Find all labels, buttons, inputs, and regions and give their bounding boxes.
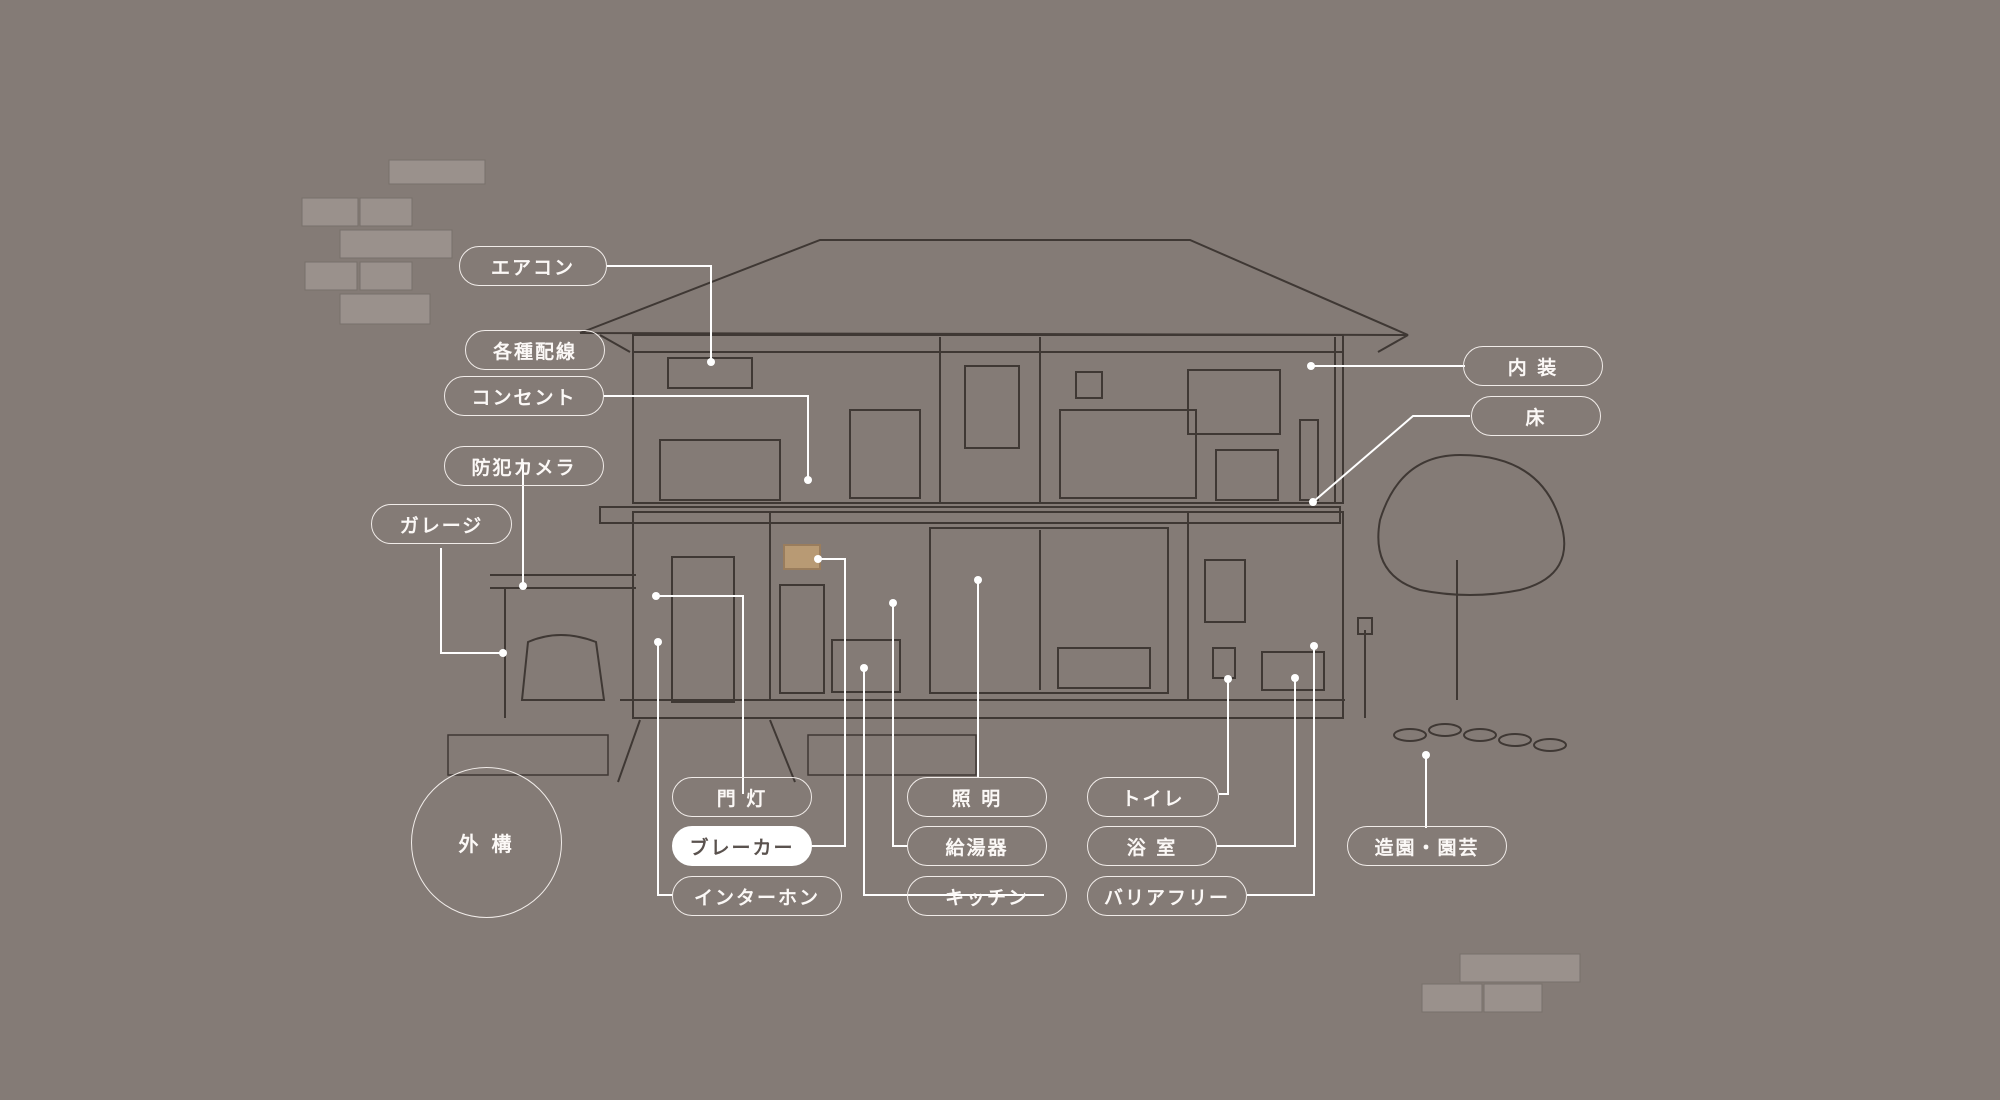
lighting-button[interactable]: 照 明	[907, 777, 1047, 817]
connector-lines	[440, 265, 1470, 896]
breaker-button[interactable]: ブレーカー	[672, 826, 812, 866]
gate-light-button[interactable]: 門 灯	[672, 777, 812, 817]
intercom-button[interactable]: インターホン	[672, 876, 842, 916]
exterior-button[interactable]: 外 構	[411, 767, 562, 918]
toilet-button[interactable]: トイレ	[1087, 777, 1219, 817]
interior-button[interactable]: 内 装	[1463, 346, 1603, 386]
bath-button[interactable]: 浴 室	[1087, 826, 1217, 866]
security-camera-button[interactable]: 防犯カメラ	[444, 446, 604, 486]
barrier-free-button[interactable]: バリアフリー	[1087, 876, 1247, 916]
water-heater-button[interactable]: 給湯器	[907, 826, 1047, 866]
house-outline	[447, 239, 1567, 783]
outlet-button[interactable]: コンセント	[444, 376, 604, 416]
brick-decoration-bottom-right	[1421, 953, 1581, 1013]
kitchen-button[interactable]: キッチン	[907, 876, 1067, 916]
landscaping-button[interactable]: 造園・園芸	[1347, 826, 1507, 866]
connector-dots	[499, 358, 1430, 759]
floor-button[interactable]: 床	[1471, 396, 1601, 436]
brick-decoration-top-left	[301, 159, 486, 325]
wiring-button[interactable]: 各種配線	[465, 330, 605, 370]
garage-button[interactable]: ガレージ	[371, 504, 512, 544]
aircon-button[interactable]: エアコン	[459, 246, 607, 286]
